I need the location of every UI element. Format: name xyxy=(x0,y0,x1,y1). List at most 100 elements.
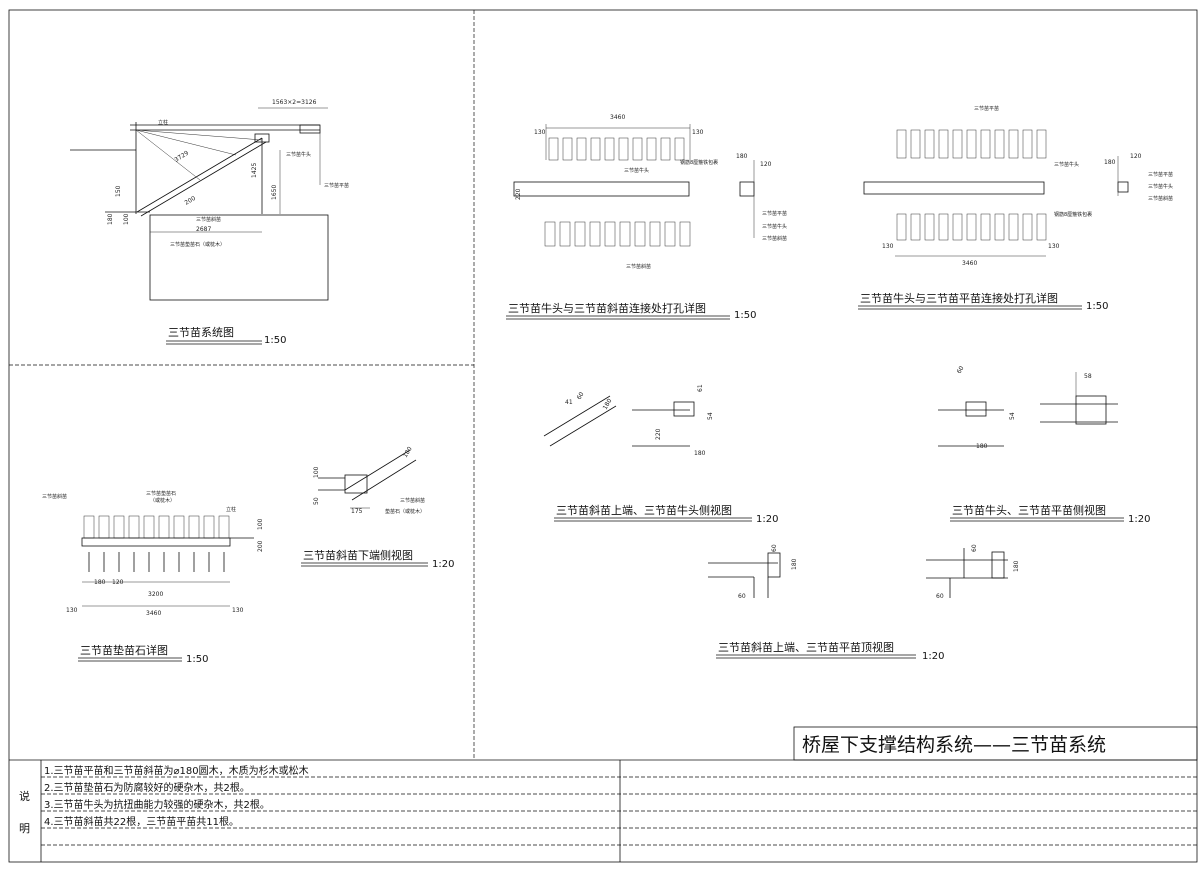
svg-text:130: 130 xyxy=(692,129,704,136)
svg-text:180: 180 xyxy=(1104,159,1116,166)
svg-text:130: 130 xyxy=(1048,243,1060,250)
svg-text:三节苗牛头: 三节苗牛头 xyxy=(624,167,649,174)
caption-xie-top-side: 三节苗斜苗上端、三节苗牛头侧视图 xyxy=(556,503,732,517)
caption-niutou-ping-side: 三节苗牛头、三节苗平苗侧视图 xyxy=(952,503,1106,517)
svg-text:1:50: 1:50 xyxy=(1086,301,1108,312)
svg-text:54: 54 xyxy=(1009,412,1016,420)
svg-text:180: 180 xyxy=(402,445,414,459)
dim-100: 100 xyxy=(123,213,130,225)
note-2: 2.三节苗垫苗石为防腐较好的硬杂木，共2根。 xyxy=(44,781,250,794)
svg-text:3460: 3460 xyxy=(962,260,977,267)
notes-table: 说 明 1.三节苗平苗和三节苗斜苗为⌀180圆木，木质为杉木或松木 2.三节苗垫… xyxy=(19,760,1197,862)
xie-ping-top-diagram: 60 180 60 60 180 60 三节苗斜苗上端、三节苗平苗顶视图 1:2… xyxy=(708,544,1020,662)
svg-text:60: 60 xyxy=(956,365,966,375)
xie-niutou-holes-diagram: 3460 130 130 220 三节苗牛头 钢筋8厘箍铁包裹 三节苗斜苗 18… xyxy=(506,114,787,321)
svg-text:60: 60 xyxy=(936,593,944,600)
svg-text:1:50: 1:50 xyxy=(186,654,208,665)
svg-text:三节苗牛头: 三节苗牛头 xyxy=(1054,161,1079,168)
svg-text:三节苗斜苗: 三节苗斜苗 xyxy=(626,263,651,270)
dim-1650: 1650 xyxy=(271,185,278,200)
sheet-border xyxy=(8,9,1198,863)
note-3: 3.三节苗牛头为抗扭曲能力较强的硬杂木，共2根。 xyxy=(44,798,270,811)
svg-text:（或枕木）: （或枕木） xyxy=(150,497,175,504)
note-4: 4.三节苗斜苗共22根，三节苗平苗共11根。 xyxy=(44,815,239,828)
svg-text:三节苗斜苗: 三节苗斜苗 xyxy=(42,493,67,500)
dim-1425: 1425 xyxy=(251,163,258,178)
svg-text:130: 130 xyxy=(882,243,894,250)
svg-text:三节苗斜苗: 三节苗斜苗 xyxy=(762,235,787,242)
svg-text:100: 100 xyxy=(313,466,320,478)
svg-text:220: 220 xyxy=(515,188,522,200)
svg-text:三节苗斜苗: 三节苗斜苗 xyxy=(1148,195,1173,202)
svg-text:130: 130 xyxy=(66,607,78,614)
svg-text:钢筋8厘箍铁包裹: 钢筋8厘箍铁包裹 xyxy=(680,159,718,166)
svg-text:175: 175 xyxy=(351,508,363,515)
label-xiemiao: 三节苗斜苗 xyxy=(196,216,221,223)
svg-text:三节苗牛头: 三节苗牛头 xyxy=(1148,183,1173,190)
svg-text:1:20: 1:20 xyxy=(922,651,944,662)
notes-side-2: 明 xyxy=(19,822,30,835)
svg-text:180: 180 xyxy=(791,558,798,570)
svg-text:130: 130 xyxy=(232,607,244,614)
svg-text:钢筋8厘箍铁包裹: 钢筋8厘箍铁包裹 xyxy=(1054,211,1092,218)
svg-text:200: 200 xyxy=(257,540,264,552)
svg-text:180: 180 xyxy=(976,443,988,450)
caption-ping-niutou: 三节苗牛头与三节苗平苗连接处打孔详图 xyxy=(860,291,1058,305)
dim-150: 150 xyxy=(115,185,122,197)
caption-xie-niutou: 三节苗牛头与三节苗斜苗连接处打孔详图 xyxy=(508,301,706,315)
title-block: 桥屋下支撑结构系统——三节苗系统 xyxy=(793,726,1198,761)
dim-2687: 2687 xyxy=(196,226,211,233)
xie-holes-top xyxy=(548,137,685,161)
svg-text:立柱: 立柱 xyxy=(226,506,236,513)
dim-top: 1563×2=3126 xyxy=(272,99,317,106)
dianshi-detail-diagram: 三节苗斜苗 三节苗垫苗石 （或枕木） 立柱 180 120 3200 3460 … xyxy=(42,490,264,665)
svg-text:60: 60 xyxy=(971,544,978,552)
notes-side-1: 说 xyxy=(19,789,30,803)
svg-text:180: 180 xyxy=(1013,560,1020,572)
dim-3460-a: 3460 xyxy=(610,114,625,121)
svg-text:3200: 3200 xyxy=(148,591,163,598)
caption-xie-bottom: 三节苗斜苗下端侧视图 xyxy=(303,548,413,562)
svg-text:130: 130 xyxy=(534,129,546,136)
xie-top-side-diagram: 60 41 180 220 54 61 180 三节苗斜苗上端、三节苗牛头侧视图… xyxy=(543,384,778,525)
svg-text:54: 54 xyxy=(707,412,714,420)
svg-text:三节苗斜苗: 三节苗斜苗 xyxy=(400,497,425,504)
svg-text:60: 60 xyxy=(771,544,778,552)
svg-text:120: 120 xyxy=(760,161,772,168)
ping-niutou-holes-diagram: 三节苗平苗 3460 130 130 三节苗牛头 钢筋8厘箍铁包裹 180 12… xyxy=(858,106,1173,312)
note-1: 1.三节苗平苗和三节苗斜苗为⌀180圆木，木质为杉木或松木 xyxy=(44,764,309,777)
svg-text:三节苗平苗: 三节苗平苗 xyxy=(762,211,787,217)
dim-200: 200 xyxy=(184,195,198,207)
svg-text:1:20: 1:20 xyxy=(1128,514,1150,525)
svg-text:垫苗石（或枕木）: 垫苗石（或枕木） xyxy=(385,508,425,515)
svg-text:41: 41 xyxy=(565,399,573,406)
svg-text:50: 50 xyxy=(313,497,320,505)
svg-text:三节苗垫苗石: 三节苗垫苗石 xyxy=(146,490,176,497)
svg-text:三节苗牛头: 三节苗牛头 xyxy=(762,223,787,230)
label-dianshi: 三节苗垫苗石（或枕木） xyxy=(170,241,225,248)
svg-text:3460: 3460 xyxy=(146,610,161,617)
label-column: 立柱 xyxy=(158,119,168,126)
svg-text:180: 180 xyxy=(736,153,748,160)
svg-text:60: 60 xyxy=(576,391,586,401)
caption-xie-ping-top: 三节苗斜苗上端、三节苗平苗顶视图 xyxy=(718,640,894,654)
caption-system: 三节苗系统图 xyxy=(168,326,234,339)
caption-dianshi: 三节苗垫苗石详图 xyxy=(80,643,168,657)
svg-text:1:50: 1:50 xyxy=(734,310,756,321)
svg-text:三节苗平苗: 三节苗平苗 xyxy=(974,106,999,112)
svg-text:1:20: 1:20 xyxy=(432,559,454,570)
xie-bottom-side-diagram: 180 175 50 100 三节苗斜苗 垫苗石（或枕木） 三节苗斜苗下端侧视图… xyxy=(301,445,454,570)
dim-180: 180 xyxy=(107,213,114,225)
scale-system: 1:50 xyxy=(264,335,286,346)
svg-text:60: 60 xyxy=(738,593,746,600)
dim-3729: 3729 xyxy=(173,150,190,164)
sheet-title: 桥屋下支撑结构系统——三节苗系统 xyxy=(802,734,1106,756)
niutou-ping-side-diagram: 60 180 54 58 三节苗牛头、三节苗平苗侧视图 1:20 xyxy=(938,365,1150,525)
svg-text:58: 58 xyxy=(1084,373,1092,380)
svg-text:100: 100 xyxy=(257,518,264,530)
svg-text:120: 120 xyxy=(1130,153,1142,160)
svg-text:180: 180 xyxy=(94,579,106,586)
svg-text:180: 180 xyxy=(602,397,614,411)
svg-text:1:20: 1:20 xyxy=(756,514,778,525)
